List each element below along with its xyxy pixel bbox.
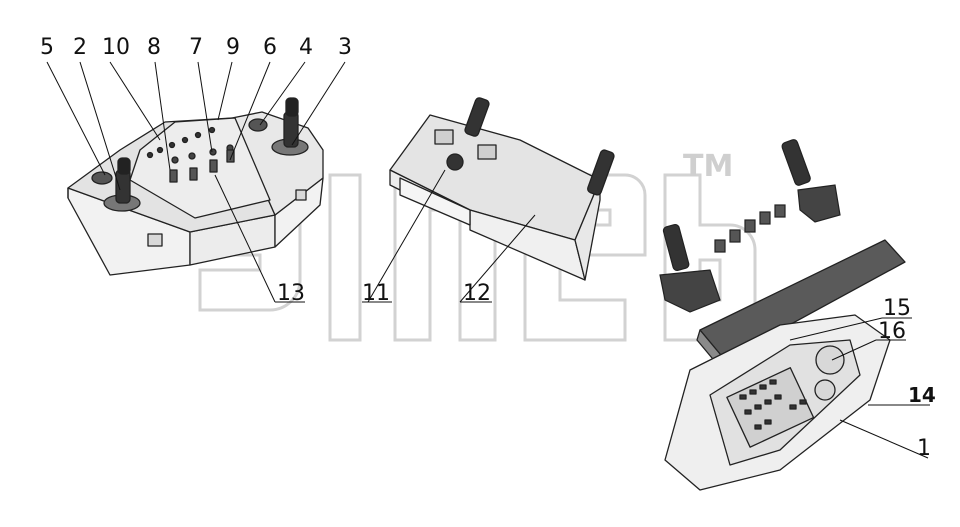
- leader-lines: [46, 61, 930, 459]
- watermark-trademark: TM: [683, 149, 733, 184]
- callout-7: 7: [189, 35, 203, 60]
- callout-9: 9: [226, 35, 240, 60]
- callout-12: 12: [463, 281, 491, 306]
- callout-8: 8: [147, 35, 161, 60]
- callout-11: 11: [362, 281, 390, 306]
- callout-1: 1: [917, 436, 931, 461]
- left-control-console: [67, 97, 324, 276]
- middle-control-console: [389, 97, 615, 281]
- callout-16: 16: [878, 319, 906, 344]
- callout-6: 6: [263, 35, 277, 60]
- callout-10: 10: [102, 35, 130, 60]
- callout-13: 13: [277, 281, 305, 306]
- callout-labels: 5 2 10 8 7 9 6 4 3 13 11 12 15 16 14 1: [40, 35, 936, 461]
- exploded-joysticks: [659, 139, 841, 313]
- callout-5: 5: [40, 35, 54, 60]
- callout-14: 14: [908, 383, 936, 407]
- callout-2: 2: [73, 35, 87, 60]
- callout-15: 15: [883, 296, 911, 321]
- callout-3: 3: [338, 35, 352, 60]
- callout-4: 4: [299, 35, 313, 60]
